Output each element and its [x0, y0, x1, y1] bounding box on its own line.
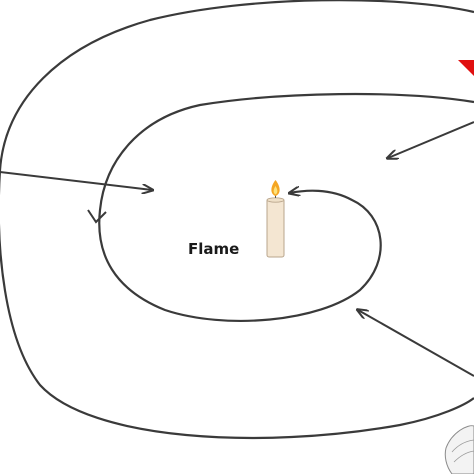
- inner-spiral-path: [98, 92, 474, 322]
- flame-label: Flame: [188, 240, 239, 258]
- moth-wing-icon: [444, 425, 474, 474]
- left-entry-arrow: [0, 171, 152, 190]
- candle-icon: [266, 180, 285, 258]
- outer-spiral-path: [0, 0, 474, 440]
- lower-right-arrow: [358, 310, 474, 377]
- inner-spiral-tick-arrow: [87, 209, 107, 224]
- red-arrowhead-icon: [458, 60, 474, 76]
- upper-right-arrow: [388, 121, 474, 158]
